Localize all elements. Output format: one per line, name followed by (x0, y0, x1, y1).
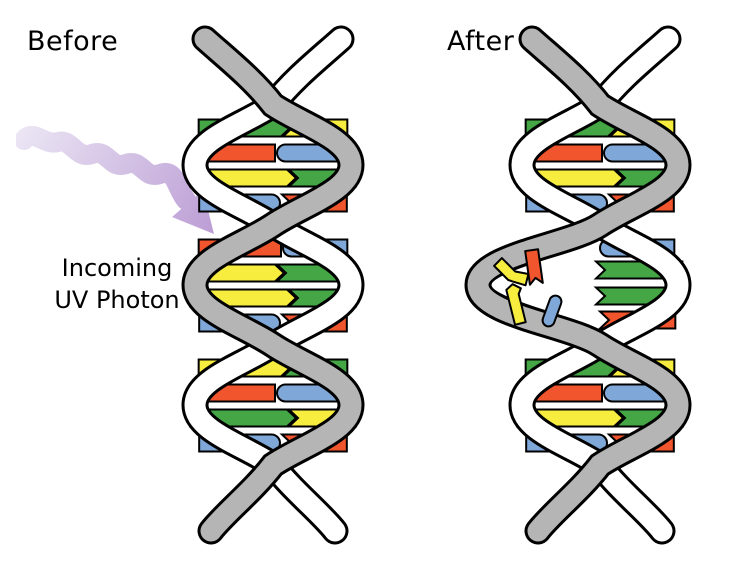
photon-label: Incoming UV Photon (37, 253, 197, 316)
backbone-gray (184, 28, 362, 542)
dna-helix-before (181, 25, 365, 545)
detached-base-shape (524, 248, 544, 286)
photon-label-line2: UV Photon (54, 285, 180, 314)
detached-base-red (524, 248, 544, 286)
backbone-gray (467, 28, 689, 542)
detached-base-shape (493, 257, 530, 287)
dna-helix-after (464, 25, 692, 545)
label-after: After (447, 26, 515, 57)
detached-base-shape (505, 283, 527, 326)
detached-base-yellow (493, 257, 530, 287)
uv-photon-wavy-shaft (16, 126, 196, 210)
photon-label-line1: Incoming (61, 254, 173, 282)
detached-base-blue (541, 294, 563, 328)
label-before: Before (27, 26, 119, 57)
backbone-white (511, 28, 689, 542)
detached-base-shape (541, 294, 563, 328)
backbone-white (184, 28, 362, 542)
detached-base-yellow (505, 283, 527, 326)
